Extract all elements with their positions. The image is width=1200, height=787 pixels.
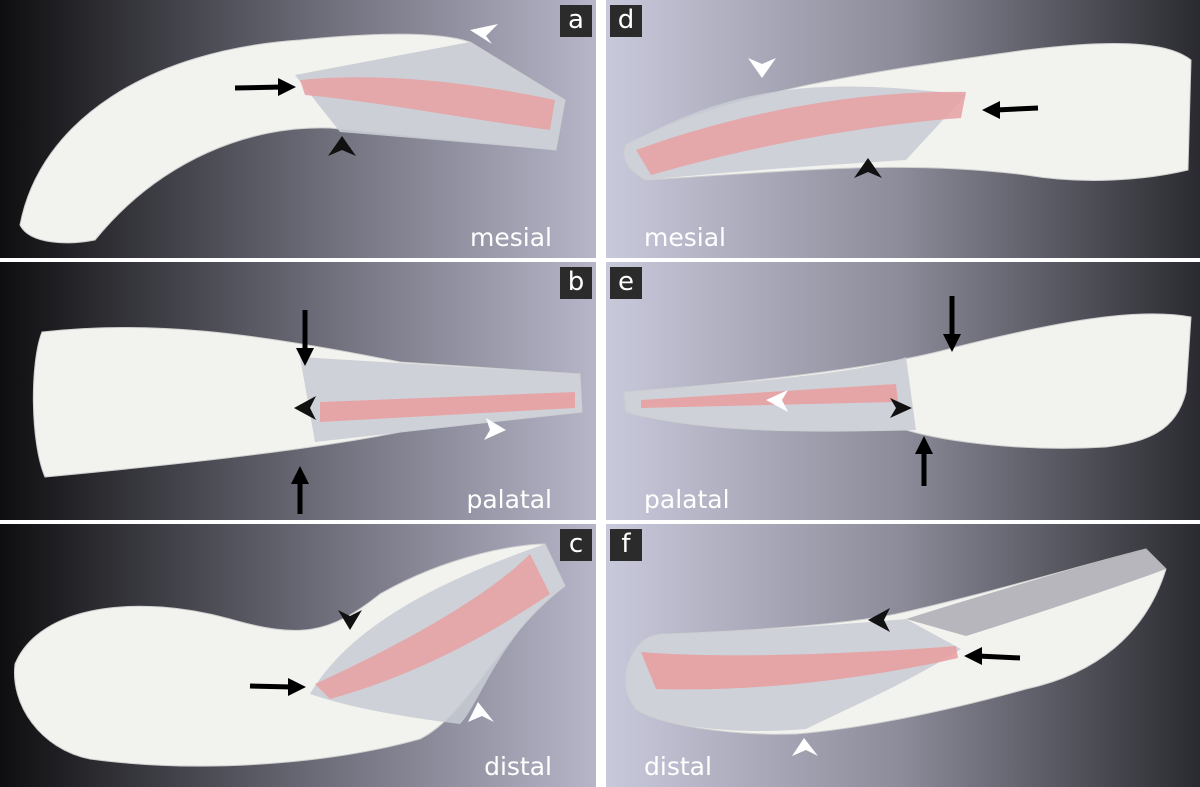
black-arrowhead-icon [338, 610, 362, 630]
panel-f: f distal [606, 524, 1200, 787]
panel-label: a [560, 5, 592, 37]
panel-d: d mesial [606, 0, 1200, 258]
panel-e-image [606, 262, 1200, 520]
view-label: mesial [470, 223, 552, 252]
panel-b-image [0, 262, 596, 520]
panel-b: b palatal [0, 262, 596, 520]
panel-c: c distal [0, 524, 596, 787]
panel-e: e palatal [606, 262, 1200, 520]
black-arrowhead-icon [294, 396, 316, 420]
view-label: distal [484, 752, 552, 781]
white-arrowhead-icon [792, 738, 818, 756]
arrow-icon [249, 678, 306, 696]
panel-d-image [606, 0, 1200, 258]
panel-a-image [0, 0, 596, 258]
white-arrowhead-icon [468, 702, 494, 722]
white-arrowhead-icon [766, 390, 788, 412]
panel-a: a mesial [0, 0, 596, 258]
panel-label: d [610, 5, 642, 37]
black-arrowhead-icon [890, 398, 912, 418]
panel-f-image [606, 524, 1200, 787]
panel-c-image [0, 524, 596, 787]
view-label: mesial [644, 223, 726, 252]
white-arrowhead-icon [484, 418, 506, 440]
black-arrowhead-icon [868, 608, 890, 632]
arrow-icon [234, 78, 296, 96]
panel-label: f [610, 529, 642, 561]
view-label: palatal [644, 485, 730, 514]
arrow-icon [982, 101, 1039, 119]
view-label: distal [644, 752, 712, 781]
panel-label: c [560, 529, 592, 561]
arrow-icon [915, 436, 933, 486]
arrow-icon [964, 647, 1021, 665]
arrow-icon [291, 466, 309, 514]
arrow-icon [296, 310, 314, 366]
black-arrowhead-icon [328, 136, 356, 156]
view-label: palatal [466, 485, 552, 514]
white-arrowhead-icon [748, 58, 776, 78]
panel-label: b [560, 267, 592, 299]
panel-label: e [610, 267, 642, 299]
black-arrowhead-icon [854, 158, 882, 178]
arrow-icon [943, 296, 961, 352]
white-arrowhead-icon [470, 24, 498, 44]
